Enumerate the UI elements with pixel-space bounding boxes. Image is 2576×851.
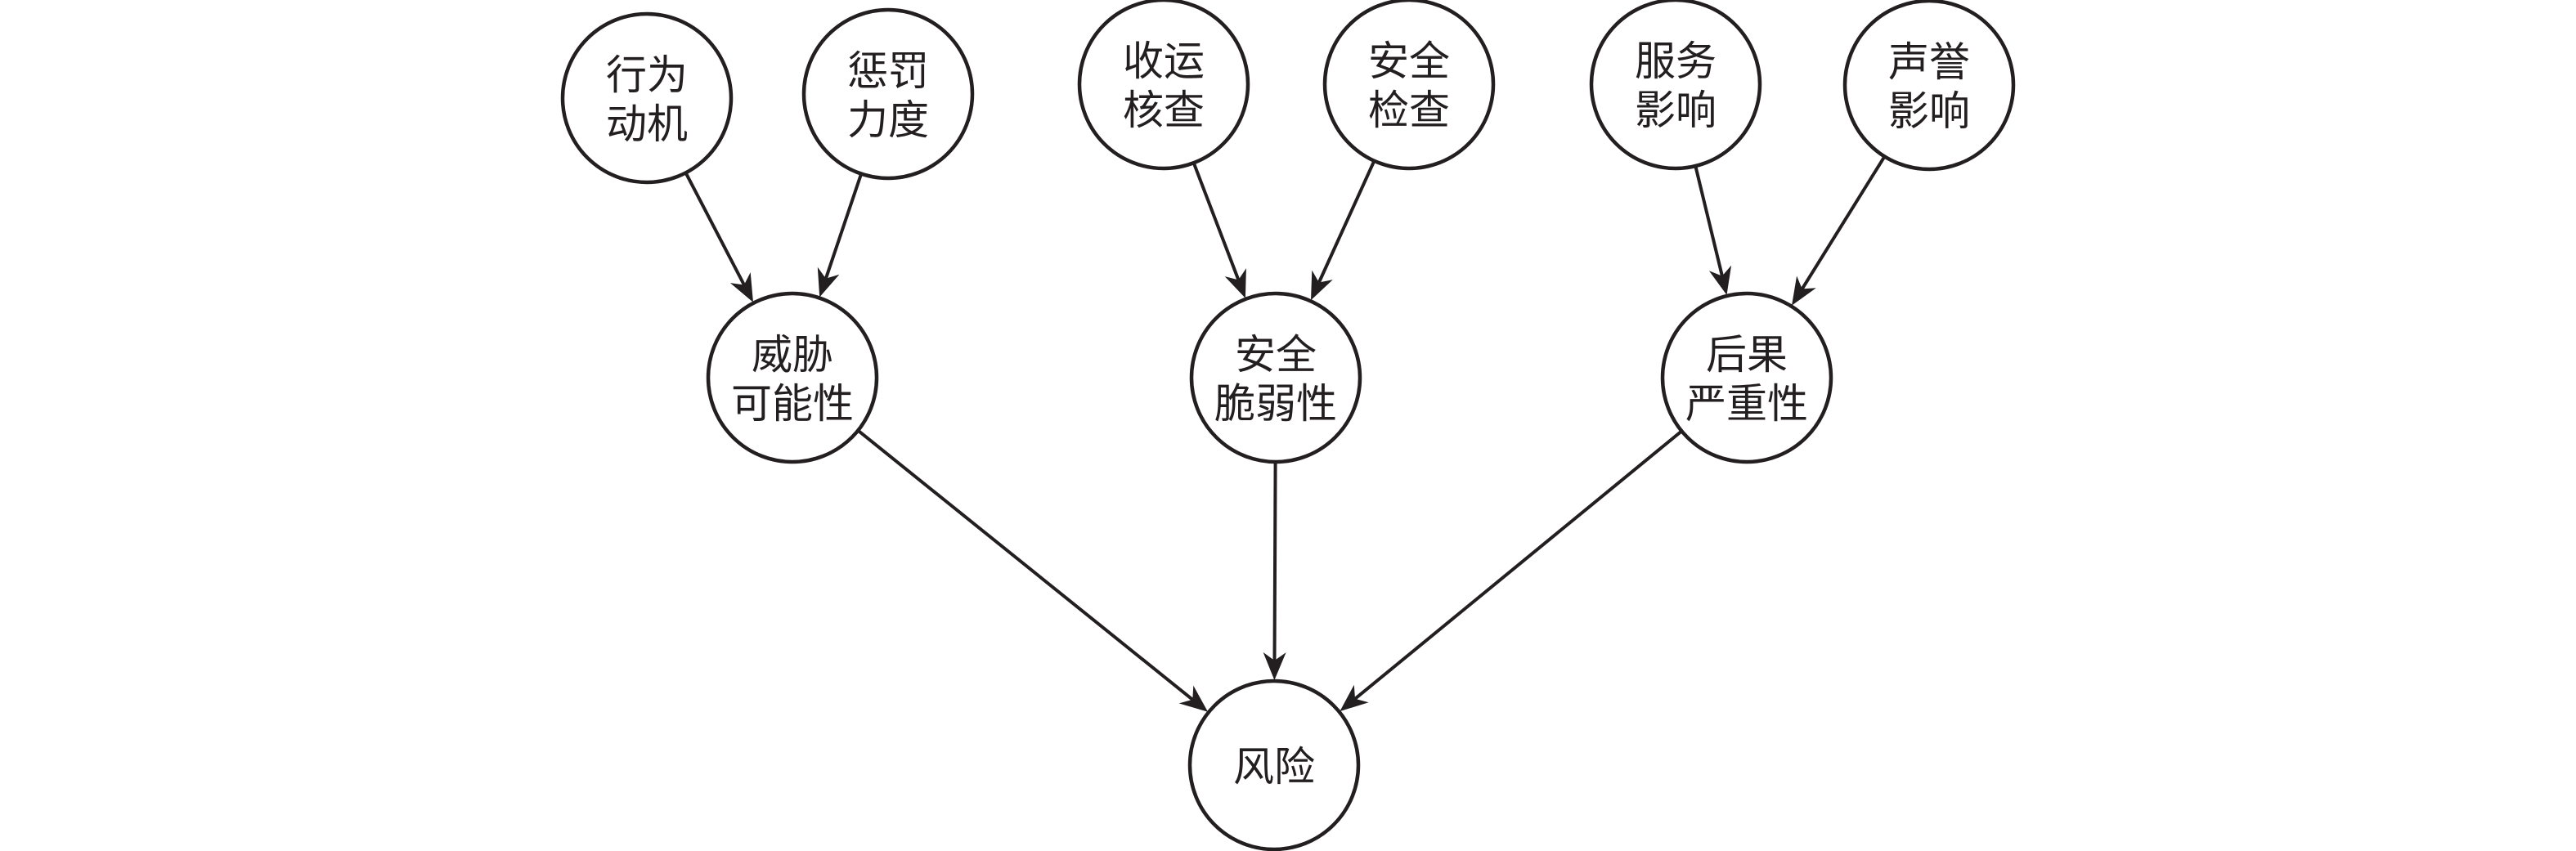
nodes-layer: 行为动机惩罚力度收运核查安全检查服务影响声誉影响威胁可能性安全脆弱性后果严重性风… bbox=[560, 0, 2016, 851]
node-label-line: 威胁 bbox=[752, 331, 833, 378]
node-label-line: 动机 bbox=[606, 101, 688, 148]
edge-reputation-impact-to-consequence-severity bbox=[1792, 155, 1887, 306]
edge-security-vulnerability-to-risk bbox=[1263, 461, 1286, 680]
node-label-line: 风险 bbox=[1233, 743, 1315, 791]
arrowhead-icon bbox=[729, 272, 753, 302]
node-label-line: 检查 bbox=[1368, 87, 1450, 134]
node-label-line: 后果 bbox=[1706, 331, 1788, 378]
edge-behavior-motive-to-threat-likelihood bbox=[684, 172, 753, 302]
node-circle bbox=[706, 291, 879, 464]
node-label-line: 可能性 bbox=[731, 380, 854, 428]
edge-safety-inspection-to-security-vulnerability bbox=[1311, 159, 1376, 301]
node-label-line: 惩罚 bbox=[847, 47, 929, 95]
arrowhead-icon bbox=[1340, 684, 1369, 712]
edge-line bbox=[1317, 159, 1376, 284]
node-label-line: 声誉 bbox=[1888, 38, 1970, 86]
node-label-line: 力度 bbox=[847, 96, 929, 144]
node-label-line: 收运 bbox=[1123, 38, 1205, 85]
node-label-line: 影响 bbox=[1635, 87, 1717, 134]
node-circle bbox=[1842, 0, 2016, 172]
edge-penalty-strength-to-threat-likelihood bbox=[817, 172, 863, 298]
arrowhead-icon bbox=[817, 266, 840, 298]
node-circle bbox=[801, 7, 975, 181]
edge-line bbox=[1801, 155, 1887, 290]
node-label-line: 安全 bbox=[1368, 38, 1450, 85]
edge-service-impact-to-consequence-severity bbox=[1694, 165, 1732, 295]
edges-layer bbox=[684, 155, 1887, 712]
node-circle bbox=[1660, 291, 1833, 464]
arrowhead-icon bbox=[1224, 268, 1246, 298]
edge-consequence-severity-to-risk bbox=[1340, 429, 1683, 712]
edge-collection-check-to-security-vulnerability bbox=[1192, 162, 1246, 298]
node-risk: 风险 bbox=[1187, 679, 1361, 851]
node-label-line: 核查 bbox=[1123, 87, 1205, 134]
node-circle bbox=[1077, 0, 1250, 171]
node-circle bbox=[1187, 679, 1361, 851]
node-circle bbox=[560, 11, 734, 185]
edge-line bbox=[1272, 461, 1277, 661]
node-label-line: 影响 bbox=[1888, 87, 1970, 135]
node-circle bbox=[1189, 291, 1362, 464]
edge-line bbox=[684, 172, 746, 286]
node-label-line: 服务 bbox=[1635, 38, 1717, 85]
node-circle bbox=[1322, 0, 1496, 171]
node-circle bbox=[1589, 0, 1762, 171]
edge-line bbox=[1192, 162, 1241, 281]
edge-threat-likelihood-to-risk bbox=[856, 429, 1208, 712]
arrowhead-icon bbox=[1708, 265, 1732, 295]
arrowhead-icon bbox=[1263, 652, 1286, 680]
arrowhead-icon bbox=[1311, 270, 1333, 301]
edge-line bbox=[1694, 165, 1724, 277]
edge-line bbox=[824, 172, 863, 280]
node-label-line: 脆弱性 bbox=[1214, 380, 1337, 428]
node-label-line: 严重性 bbox=[1685, 380, 1808, 428]
edge-line bbox=[856, 429, 1194, 701]
arrowhead-icon bbox=[1178, 685, 1208, 712]
arrowhead-icon bbox=[1792, 275, 1816, 306]
node-label-line: 行为 bbox=[606, 52, 688, 99]
node-label-line: 安全 bbox=[1235, 331, 1317, 378]
edge-line bbox=[1353, 429, 1683, 701]
